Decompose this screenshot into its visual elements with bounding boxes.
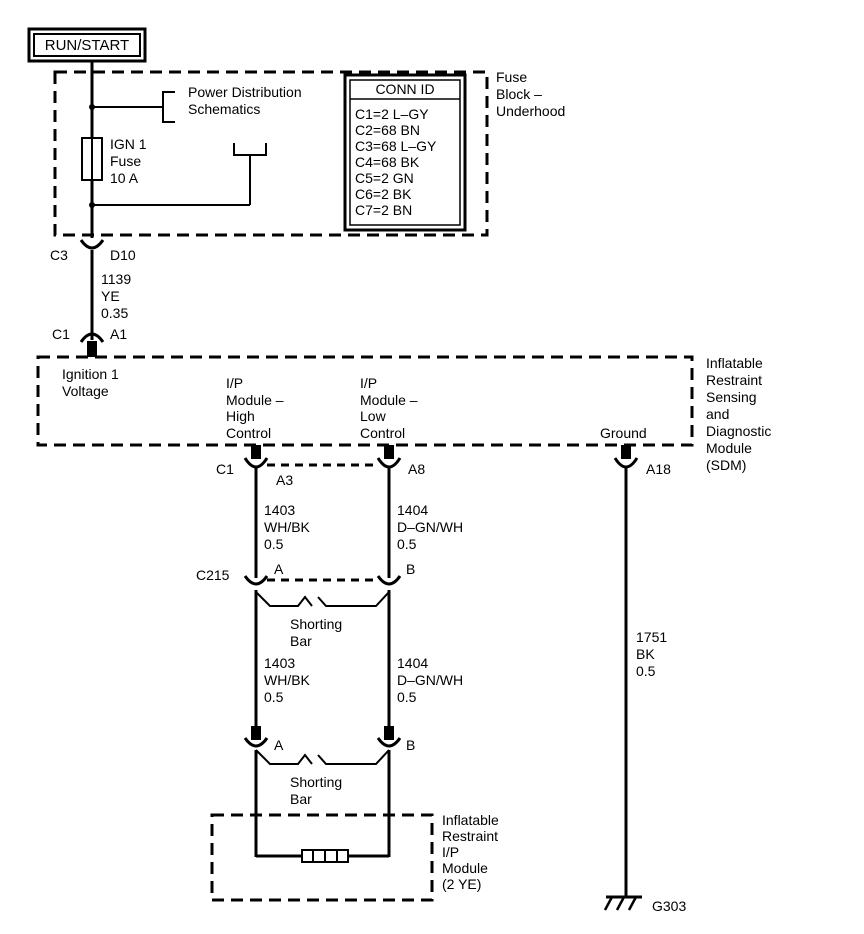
connector-c3-icon — [79, 239, 105, 250]
shorting-bar-2-label: Shorting Bar — [290, 774, 346, 807]
sdm-boundary — [36, 355, 694, 447]
sdm-out-pin-a18-label: A18 — [646, 461, 671, 477]
ground-point-label: G303 — [652, 898, 686, 914]
shorting-bar-1-left — [255, 591, 313, 607]
connector-c1-label: C1 — [52, 326, 70, 342]
sdm-out-conn-label: C1 — [216, 461, 234, 477]
sdm-low-control-label: I/P Module – Low Control — [360, 375, 421, 441]
fuse-block-boundary — [53, 70, 489, 237]
pin-a8 — [384, 445, 394, 459]
connector-c215-label: C215 — [196, 567, 230, 583]
conn-id-list: C1=2 L–GY C2=68 BN C3=68 L–GY C4=68 BK C… — [355, 106, 440, 218]
squib-icon — [301, 849, 349, 863]
connector-c215-b-icon — [376, 575, 402, 586]
fuse-label: IGN 1 Fuse 10 A — [110, 136, 150, 186]
connector-module-a-icon — [243, 737, 269, 748]
wire-1403-lower-label: 1403 WH/BK 0.5 — [264, 655, 314, 705]
power-source: RUN/START — [27, 27, 147, 63]
ground-icon — [603, 895, 642, 911]
connector-module-b-icon — [376, 737, 402, 748]
connector-a1-label: A1 — [110, 326, 127, 342]
connector-c3-label: C3 — [50, 247, 68, 263]
conn-id-header: CONN ID — [375, 81, 434, 97]
pin-a1 — [87, 341, 97, 357]
sdm-ground-label: Ground — [600, 425, 647, 441]
sdm-title: Inflatable Restraint Sensing and Diagnos… — [706, 355, 775, 473]
connector-a8-icon — [376, 457, 402, 469]
power-source-label: RUN/START — [45, 37, 129, 54]
module-pin-a-label: A — [274, 737, 284, 753]
wire-1403-upper-label: 1403 WH/BK 0.5 — [264, 502, 314, 552]
pin-a18 — [621, 445, 631, 459]
shorting-bar-2-left — [255, 749, 313, 765]
module-pin-b-label: B — [406, 737, 415, 753]
wire-1139-label: 1139 YE 0.35 — [101, 271, 135, 321]
wire-1404-upper-label: 1404 D–GN/WH 0.5 — [397, 502, 467, 552]
connector-c1-a1-icon — [79, 332, 105, 343]
sdm-out-pin-a8-label: A8 — [408, 461, 425, 477]
power-dist-bracket — [162, 91, 175, 123]
connector-a18-icon — [613, 457, 639, 469]
pin-a3 — [251, 445, 261, 459]
shorting-bar-2-right — [317, 749, 390, 765]
ip-module-title: Inflatable Restraint I/P Module (2 YE) — [442, 812, 503, 892]
shorting-bar-1-right — [317, 591, 390, 607]
connector-d10-label: D10 — [110, 247, 136, 263]
power-dist-label: Power Distribution Schematics — [188, 84, 306, 117]
shorting-bar-1-label: Shorting Bar — [290, 616, 346, 649]
connector-c1-a3-icon — [243, 457, 269, 469]
sdm-high-control-label: I/P Module – High Control — [226, 375, 287, 441]
wire-1404-lower-label: 1404 D–GN/WH 0.5 — [397, 655, 467, 705]
pin-module-a — [251, 726, 261, 740]
busbar-bracket — [233, 143, 267, 156]
conn-id-table: CONN ID C1=2 L–GY C2=68 BN C3=68 L–GY C4… — [343, 73, 467, 232]
connector-c215-pin-a-label: A — [274, 561, 284, 577]
pin-module-b — [384, 726, 394, 740]
sdm-out-pin-a3-label: A3 — [276, 472, 293, 488]
fuse-block-title: Fuse Block – Underhood — [496, 69, 565, 119]
connector-c215-a-icon — [243, 575, 269, 586]
sdm-ignition-label: Ignition 1 Voltage — [62, 366, 123, 399]
connector-c215-pin-b-label: B — [406, 561, 415, 577]
wire-1751-label: 1751 BK 0.5 — [636, 629, 671, 679]
